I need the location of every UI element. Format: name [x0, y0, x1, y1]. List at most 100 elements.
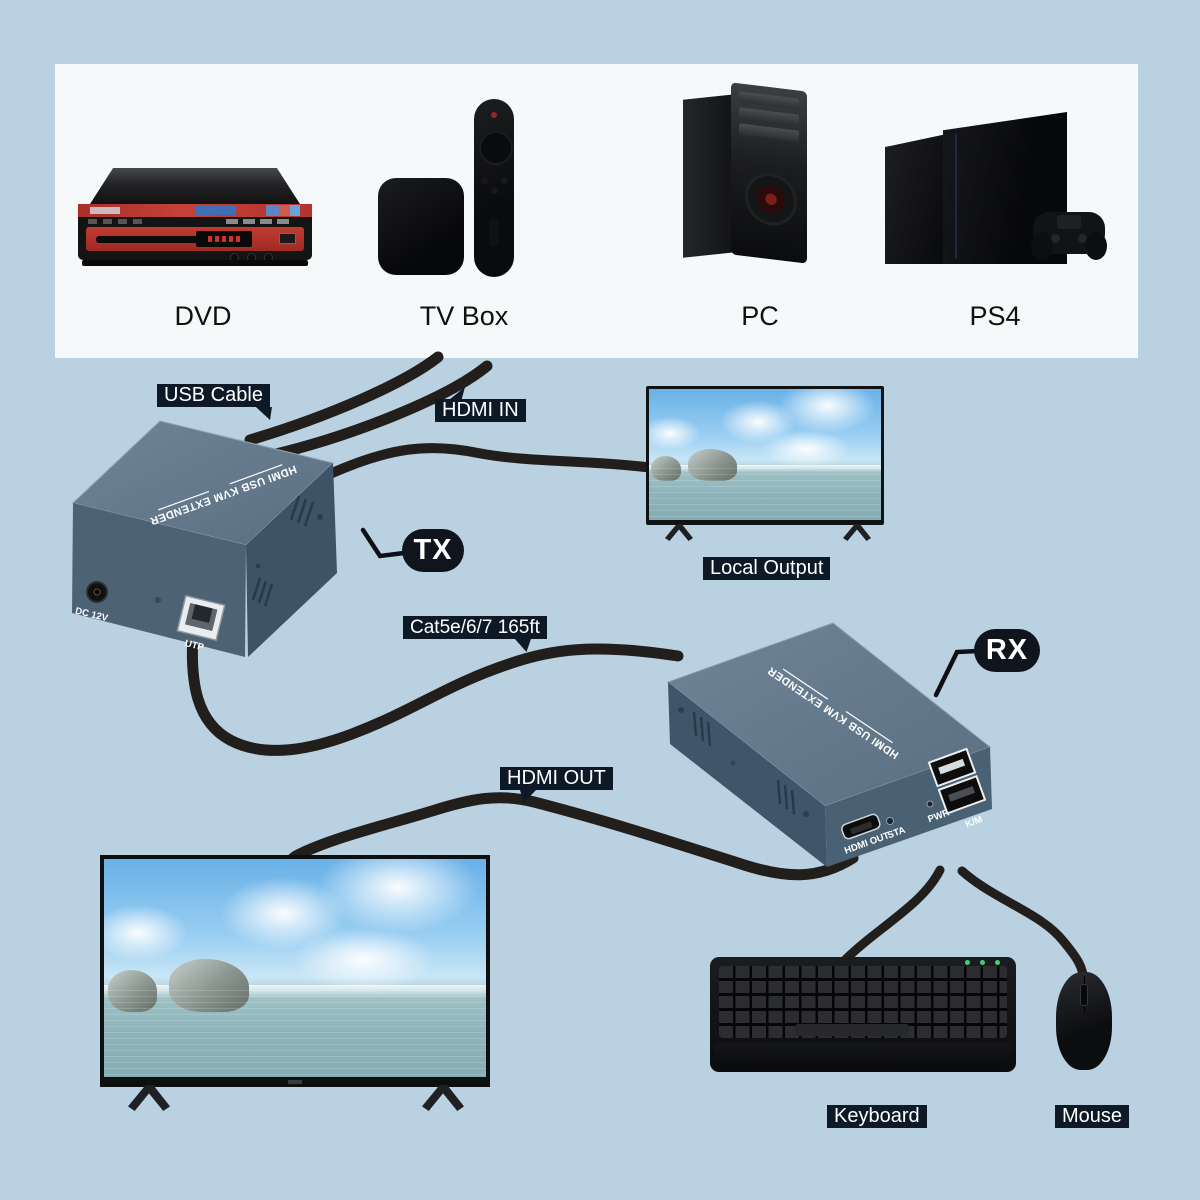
tx-badge: TX — [402, 529, 464, 572]
dvd-base — [82, 260, 308, 266]
controller-touchpad — [1057, 215, 1081, 229]
cat5e-badge: Cat5e/6/7 165ft — [403, 616, 547, 652]
controller-stick — [1051, 234, 1060, 243]
rock-shape — [107, 970, 158, 1012]
spacebar-key — [796, 1024, 908, 1036]
dvd-lid — [90, 168, 300, 204]
keyboard-badge: Keyboard — [827, 1105, 927, 1128]
remote-button — [481, 177, 488, 184]
dvd-sticker — [266, 205, 300, 216]
km-usb-ports: K/M — [927, 747, 987, 830]
dvd-front-panel — [78, 217, 312, 262]
beach-screen-image — [104, 859, 486, 1077]
tv-foot — [422, 1085, 464, 1111]
mouse-badge: Mouse — [1055, 1105, 1130, 1128]
pc-front-panel — [731, 82, 807, 264]
tx-label: TX — [413, 534, 453, 566]
keyboard-label: Keyboard — [834, 1105, 920, 1127]
dvd-player-image — [78, 168, 312, 266]
rx-screw — [803, 811, 809, 817]
mouse-image — [1056, 972, 1112, 1070]
remote-volume-rocker — [489, 219, 499, 247]
rx-top-face — [666, 622, 992, 807]
drive-bay — [739, 123, 799, 142]
rx-screw — [678, 707, 684, 713]
drive-bay — [739, 107, 799, 126]
rx-left-face — [668, 682, 827, 867]
led-indicator — [980, 960, 985, 965]
keyboard-cable — [837, 865, 945, 968]
hdmi-out-label: HDMI OUT — [507, 767, 606, 789]
tv-foot — [128, 1085, 170, 1111]
rx-screw — [730, 760, 736, 766]
rx-vents — [692, 711, 796, 815]
surf-shape — [649, 464, 881, 473]
monitor-foot — [843, 524, 871, 541]
local-output-cable — [325, 443, 667, 479]
remote-button — [491, 187, 498, 194]
pc-fan — [745, 170, 797, 229]
tx-side-face — [246, 463, 337, 657]
keyboard-image — [710, 957, 1016, 1072]
cloud-shape — [264, 915, 464, 1003]
tx-vents — [251, 495, 315, 607]
badge-pointer — [255, 407, 272, 420]
rx-badge: RX — [974, 629, 1040, 672]
beach-screen-image — [649, 389, 881, 520]
dvd-sticker-band — [78, 204, 312, 217]
hdmi-in-badge: HDMI IN — [435, 387, 526, 422]
dvd-sticker — [196, 206, 236, 215]
remote-dpad — [479, 131, 513, 165]
device-label-pc: PC — [741, 301, 779, 331]
local-output-badge: Local Output — [703, 557, 831, 580]
utp-port: UTP — [176, 594, 226, 653]
utp-port-label: UTP — [184, 638, 206, 653]
pwr-led: PWR — [926, 800, 951, 825]
tx-top-text: HDMI USB KVM EXTENDER — [148, 463, 298, 527]
mouse-label: Mouse — [1062, 1105, 1123, 1127]
surf-shape — [104, 985, 486, 999]
drive-bay — [739, 91, 799, 110]
dvd-red-fascia — [86, 227, 304, 251]
dc-port-label: DC 12V — [74, 606, 110, 625]
rock-shape — [688, 449, 738, 481]
pc-tower-image — [683, 82, 811, 265]
remote-control-image — [474, 99, 514, 277]
rx-top-print: HDMI USB KVM EXTENDER — [766, 664, 901, 761]
ps4-controller — [1031, 212, 1107, 260]
sta-led: STA — [886, 817, 907, 841]
tx-extender-box: HDMI USB KVM EXTENDER DC 12V UTP — [71, 420, 407, 657]
badge-pointer — [520, 790, 536, 803]
rx-pointer-line — [933, 648, 981, 698]
tx-front-face — [72, 503, 246, 657]
tx-screw — [255, 563, 261, 569]
monitor-foot — [665, 524, 693, 541]
tx-top-face — [71, 420, 335, 546]
controller-stick — [1078, 234, 1087, 243]
rock-shape — [651, 455, 682, 481]
local-output-monitor — [646, 386, 884, 525]
tx-screw — [155, 597, 161, 603]
dvd-display — [196, 231, 252, 247]
rock-shape — [168, 959, 250, 1012]
remote-button — [501, 177, 508, 184]
usb-cable-badge: USB Cable — [157, 384, 272, 420]
usb-cable — [244, 351, 444, 446]
rx-top-text: HDMI USB KVM EXTENDER — [766, 664, 901, 761]
rx-label: RX — [985, 634, 1029, 666]
km-port-label: K/M — [964, 814, 984, 830]
hdmi-out-badge: HDMI OUT — [500, 767, 613, 803]
cat5e-cable — [186, 628, 684, 756]
led-indicator — [995, 960, 1000, 965]
device-label-ps4: PS4 — [969, 301, 1021, 331]
source-devices-panel: DVD TV Box PC PS4 — [55, 64, 1138, 358]
keyboard-leds — [965, 960, 1000, 965]
dvd-usb-port — [279, 233, 296, 244]
tv-box-image — [378, 178, 464, 275]
led-indicator — [965, 960, 970, 965]
usb-cable-label: USB Cable — [164, 384, 263, 406]
tv-logo — [288, 1080, 302, 1084]
pc-side-panel — [683, 94, 735, 258]
ps4-consoles-image — [885, 112, 1111, 270]
